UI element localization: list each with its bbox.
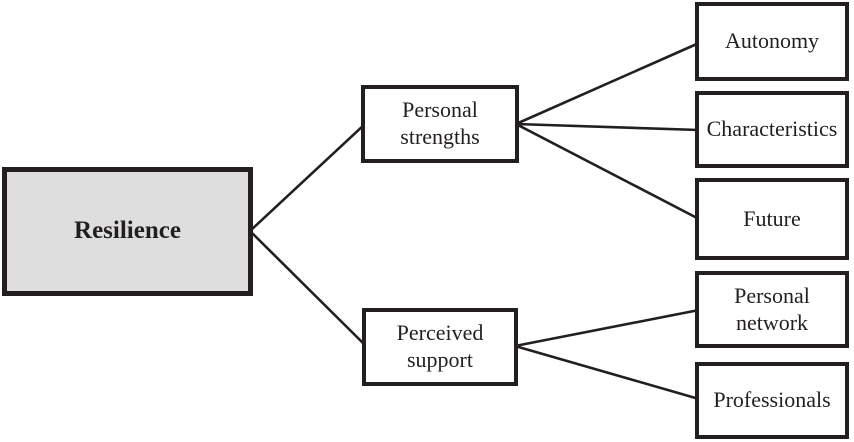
node-resilience-label: Resilience (74, 217, 181, 245)
edge-personal-strengths-characteristics (515, 122, 700, 132)
node-resilience: Resilience (2, 167, 253, 296)
edge-personal-strengths-autonomy (515, 41, 700, 126)
node-future-label: Future (743, 205, 801, 231)
node-personal-network: Personal network (695, 271, 849, 348)
node-autonomy-label: Autonomy (724, 28, 820, 54)
node-professionals-label: Professionals (713, 387, 831, 413)
node-perceived-support-label: Perceived support (396, 320, 484, 372)
node-autonomy: Autonomy (695, 2, 849, 81)
edge-perceived-support-professionals (514, 344, 700, 401)
edge-resilience-personal-strengths (249, 123, 366, 232)
node-characteristics-label: Characteristics (706, 116, 838, 142)
node-professionals: Professionals (695, 362, 849, 439)
edge-perceived-support-personal-network (514, 308, 700, 348)
edge-resilience-perceived-support (249, 230, 367, 347)
node-personal-network-label: Personal network (734, 282, 810, 335)
node-personal-strengths-label: Personal strengths (400, 97, 480, 149)
node-perceived-support: Perceived support (362, 308, 518, 386)
edge-personal-strengths-future (515, 122, 700, 221)
node-characteristics: Characteristics (695, 91, 849, 168)
node-future: Future (695, 178, 849, 260)
node-personal-strengths: Personal strengths (361, 85, 519, 163)
